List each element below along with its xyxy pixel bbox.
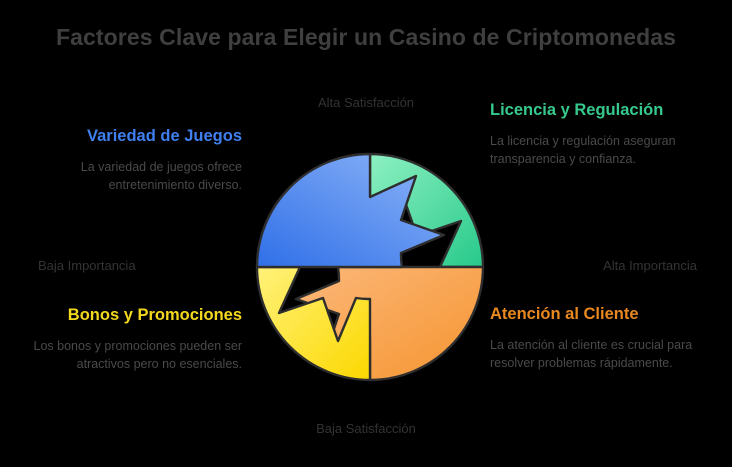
- quadrant-top-left: Variedad de Juegos La variedad de juegos…: [10, 126, 242, 194]
- quadrant-bottom-right: Atención al Cliente La atención al clien…: [490, 304, 722, 372]
- quadrant-top-right-description: La licencia y regulación aseguran transp…: [490, 134, 676, 167]
- quadrant-bottom-right-title: Atención al Cliente: [490, 305, 639, 323]
- quadrant-bottom-left: Bonos y Promociones Los bonos y promocio…: [10, 305, 242, 373]
- arrow-ring-svg: [255, 152, 485, 382]
- axis-label-top: Alta Satisfacción: [317, 95, 415, 110]
- arrow-segment-bottom-left: [255, 265, 372, 382]
- page-title: Factores Clave para Elegir un Casino de …: [55, 24, 677, 50]
- quadrant-top-left-description: La variedad de juegos ofrece entretenimi…: [80, 160, 242, 193]
- quadrant-bottom-left-description: Los bonos y promociones pueden ser atrac…: [33, 339, 242, 372]
- quadrant-bottom-right-description: La atención al cliente es crucial para r…: [490, 338, 693, 371]
- axis-label-bottom: Baja Satisfacción: [316, 421, 416, 436]
- quadrant-top-right-title: Licencia y Regulación: [490, 101, 664, 119]
- quadrant-bottom-left-title: Bonos y Promociones: [67, 306, 242, 324]
- arrow-segment-bottom-right: [294, 265, 485, 382]
- cyclical-arrow-diagram: [245, 142, 495, 392]
- arrow-segment-top-left: [255, 152, 446, 269]
- axis-label-left: Baja Importancia: [38, 258, 136, 273]
- axis-label-right: Alta Importancia: [603, 258, 697, 273]
- quadrant-top-left-title: Variedad de Juegos: [87, 127, 242, 145]
- quadrant-top-right: Licencia y Regulación La licencia y regu…: [490, 100, 722, 168]
